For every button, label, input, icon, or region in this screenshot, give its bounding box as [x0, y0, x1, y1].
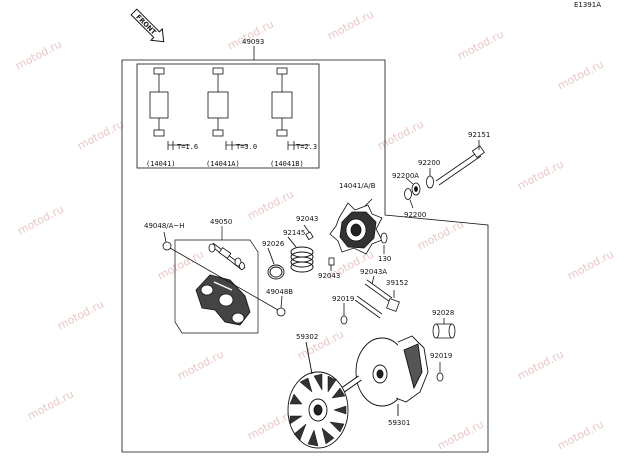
- nut-49048b: [276, 295, 286, 317]
- shim-drawing-14041b: [271, 67, 310, 150]
- diagram-id: E1391A: [574, 1, 601, 9]
- label-92019-bottom: 92019: [430, 352, 452, 360]
- svg-text:motod.ru: motod.ru: [515, 157, 566, 192]
- label-14041: (14041): [146, 160, 176, 168]
- label-49048b: 49048B: [266, 288, 293, 296]
- spring-92145: [287, 236, 314, 273]
- svg-text:motod.ru: motod.ru: [25, 387, 76, 422]
- bolt-49048ah: [162, 231, 279, 311]
- washer-92200a: [405, 177, 421, 196]
- svg-text:motod.ru: motod.ru: [15, 202, 66, 237]
- label-92026: 92026: [262, 240, 285, 248]
- label-t23: T=2.3: [296, 143, 317, 151]
- label-92043-mid: 92043: [318, 272, 340, 280]
- pin-92043-mid: [328, 257, 335, 271]
- svg-text:FRONT: FRONT: [134, 13, 158, 37]
- label-92200-bottom: 92200: [404, 211, 426, 219]
- svg-text:motod.ru: motod.ru: [175, 347, 226, 382]
- seal-92026: [267, 247, 285, 280]
- weight-assembly-box-49050: [174, 226, 259, 334]
- label-92200-top: 92200: [418, 159, 440, 167]
- label-14041a: (14041A): [206, 160, 240, 168]
- svg-text:motod.ru: motod.ru: [155, 247, 206, 282]
- washer-92200-top: [426, 168, 434, 189]
- label-92019-top: 92019: [332, 295, 354, 303]
- svg-text:motod.ru: motod.ru: [245, 187, 296, 222]
- collar-130: [380, 232, 388, 254]
- screw-92019-top: [340, 303, 348, 325]
- washer-92200-bottom: [404, 188, 414, 209]
- label-49048ah: 49048/A~H: [144, 222, 185, 230]
- svg-text:motod.ru: motod.ru: [565, 247, 616, 282]
- label-92145: 92145: [283, 229, 305, 237]
- label-14041b: (14041B): [270, 160, 304, 168]
- assembly-frame-49093: [121, 46, 489, 453]
- label-59302: 59302: [296, 333, 318, 341]
- label-39152: 39152: [386, 279, 408, 287]
- weight-arm-49050: [195, 274, 251, 326]
- movable-sheave-59301: [355, 335, 429, 416]
- svg-text:motod.ru: motod.ru: [55, 297, 106, 332]
- weight-arm-pins: [208, 242, 246, 271]
- svg-text:motod.ru: motod.ru: [225, 17, 276, 52]
- label-92043-top: 92043: [296, 215, 318, 223]
- shim-drawing-14041a: [207, 67, 248, 150]
- shim-inset-box: [136, 63, 320, 169]
- svg-text:motod.ru: motod.ru: [375, 117, 426, 152]
- label-t30: T=3.0: [236, 143, 257, 151]
- label-49093: 49093: [242, 38, 264, 46]
- label-92200a: 92200A: [392, 172, 419, 180]
- label-49050: 49050: [210, 218, 232, 226]
- label-14041ab: 14041/A/B: [339, 182, 376, 190]
- svg-text:motod.ru: motod.ru: [435, 417, 486, 452]
- label-59301: 59301: [388, 419, 410, 427]
- svg-text:motod.ru: motod.ru: [555, 57, 606, 92]
- bolt-92151: [435, 140, 485, 186]
- label-92028: 92028: [432, 309, 454, 317]
- svg-text:motod.ru: motod.ru: [555, 417, 606, 452]
- roller-pins-92043a-39152: [354, 275, 400, 319]
- label-92043a: 92043A: [360, 268, 387, 276]
- bushing-92028: [432, 318, 456, 339]
- label-92151: 92151: [468, 131, 490, 139]
- svg-text:motod.ru: motod.ru: [75, 117, 126, 152]
- svg-text:motod.ru: motod.ru: [515, 347, 566, 382]
- screw-92019-bottom: [436, 362, 444, 382]
- svg-text:motod.ru: motod.ru: [13, 37, 64, 72]
- fixed-sheave-59302: [287, 341, 362, 449]
- shim-drawing-14041: [149, 67, 190, 150]
- pin-92043-top: [303, 224, 314, 241]
- svg-text:motod.ru: motod.ru: [455, 27, 506, 62]
- spider-14041ab: [329, 198, 383, 255]
- label-130: 130: [378, 255, 391, 263]
- label-t16: T=1.6: [177, 143, 198, 151]
- svg-text:motod.ru: motod.ru: [325, 7, 376, 42]
- front-arrow-icon: FRONT: [130, 8, 165, 43]
- svg-text:motod.ru: motod.ru: [415, 217, 466, 252]
